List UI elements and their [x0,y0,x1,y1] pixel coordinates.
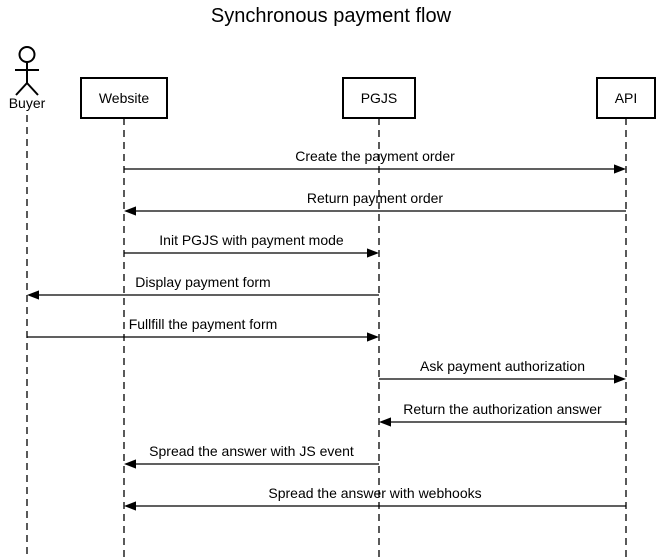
message-label: Spread the answer with webhooks [268,485,481,501]
message-label: Return the authorization answer [403,401,602,417]
message-1: Create the payment order [124,148,626,174]
diagram-title: Synchronous payment flow [211,5,452,27]
message-label: Spread the answer with JS event [149,443,354,459]
message-5: Fullfill the payment form [27,316,379,342]
message-arrowhead [27,290,39,300]
actor-head [18,46,36,63]
message-arrowhead [367,248,379,258]
message-arrowhead [379,417,391,427]
participant-label-api: API [615,90,638,106]
participant-label-pgjs: PGJS [361,90,398,106]
message-label: Ask payment authorization [420,358,585,374]
message-3: Init PGJS with payment mode [124,232,379,258]
message-label: Create the payment order [295,148,455,164]
message-arrowhead [614,374,626,384]
participant-box-pgjs [342,77,416,119]
message-label: Display payment form [135,274,270,290]
participant-box-api [596,77,656,119]
message-6: Ask payment authorization [379,358,626,384]
message-8: Spread the answer with JS event [124,443,379,469]
actor-leg-right [26,82,39,96]
message-arrowhead [124,206,136,216]
message-arrowhead [124,501,136,511]
participant-label-website: Website [99,90,150,106]
message-arrowhead [367,332,379,342]
participant-label-buyer: Buyer [9,95,46,111]
message-label: Fullfill the payment form [129,316,278,332]
message-4: Display payment form [27,274,379,300]
message-7: Return the authorization answer [379,401,626,427]
message-label: Return payment order [307,190,444,206]
message-arrowhead [124,459,136,469]
participant-box-website [80,77,168,119]
actor-icon [15,46,39,96]
message-label: Init PGJS with payment mode [159,232,344,248]
message-2: Return payment order [124,190,626,216]
message-arrowhead [614,164,626,174]
actor-leg-left [15,82,28,96]
message-9: Spread the answer with webhooks [124,485,626,511]
